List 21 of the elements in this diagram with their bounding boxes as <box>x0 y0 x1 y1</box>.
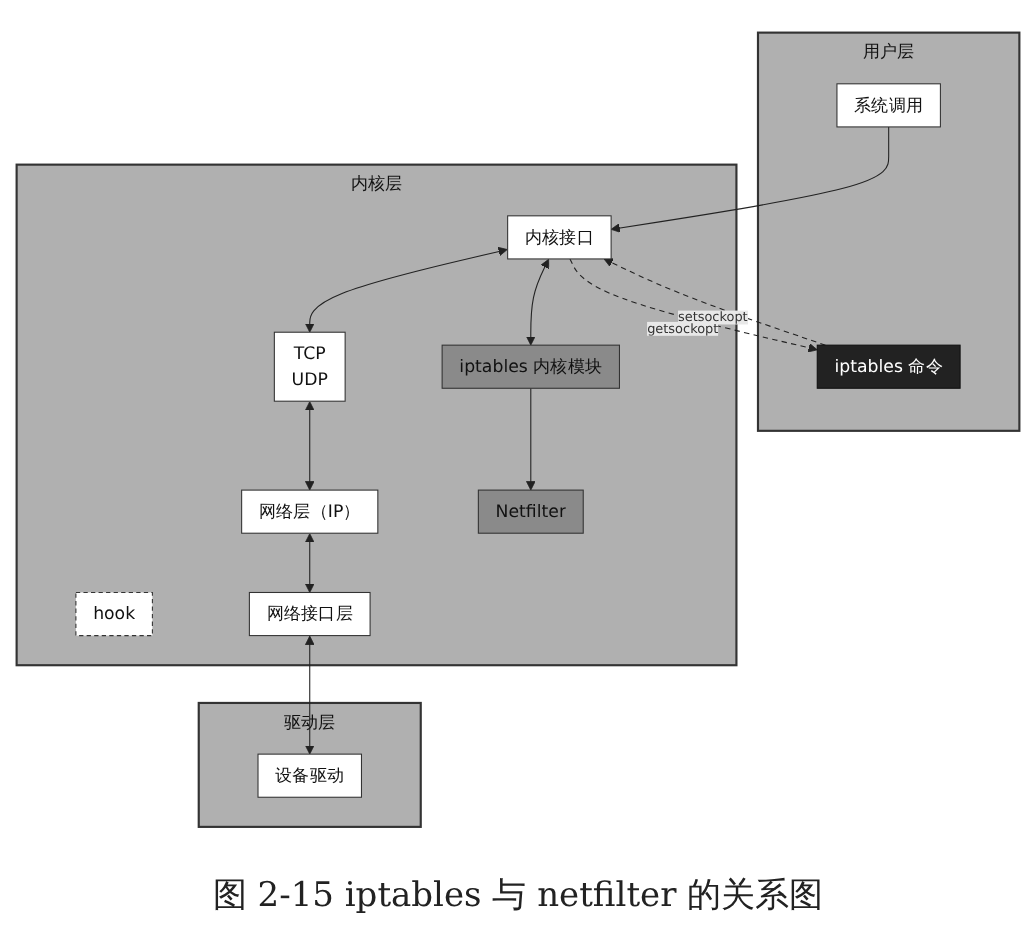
node-box <box>273 331 346 402</box>
node-box <box>507 215 612 260</box>
arrow <box>305 247 508 333</box>
node-box <box>248 592 371 637</box>
node-box <box>477 489 584 534</box>
arrow <box>603 258 826 346</box>
arrow <box>305 533 315 594</box>
arrow <box>305 401 315 491</box>
arrow <box>526 387 536 491</box>
arrow <box>569 258 818 353</box>
node-box <box>257 753 362 799</box>
cluster <box>197 702 422 829</box>
cluster <box>756 31 1021 433</box>
node-box <box>836 83 941 128</box>
caption: 图 2-15 iptables 与 netfilter 的关系图 <box>210 874 826 918</box>
node-box <box>441 344 620 390</box>
node-box <box>816 344 961 390</box>
arrow <box>610 126 890 233</box>
node-box <box>75 592 153 637</box>
arrow <box>526 259 550 346</box>
node-box <box>241 489 379 534</box>
